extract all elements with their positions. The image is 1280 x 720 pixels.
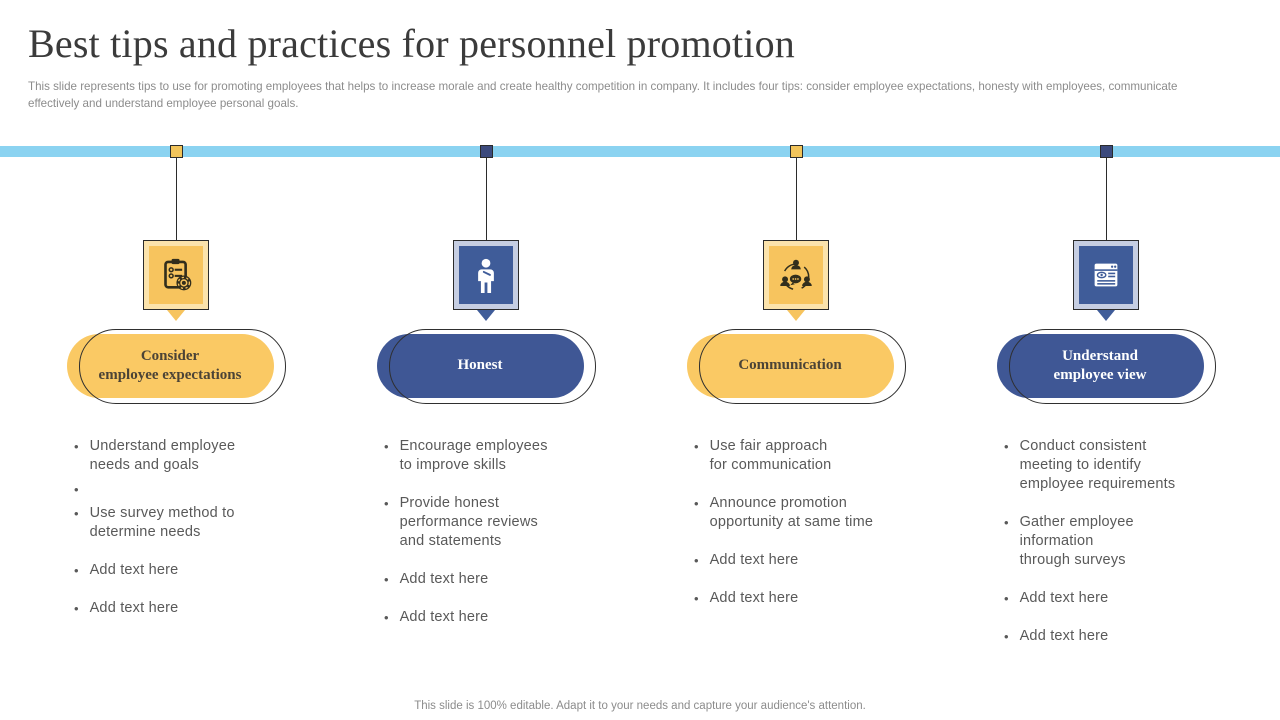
timeline-node <box>169 145 183 158</box>
tip-label: Understand employee view <box>1053 347 1147 384</box>
list-item: •Add text here <box>694 552 799 568</box>
bullet-list: •Use fair approach for communication •An… <box>641 437 939 627</box>
checklist-gear-icon <box>149 246 203 304</box>
honest-person-icon <box>459 246 513 304</box>
bullet-dot: • <box>1004 439 1009 454</box>
list-item: •Add text here <box>74 600 179 616</box>
tip-label: Consider employee expectations <box>98 347 242 384</box>
list-item: •Add text here <box>1004 590 1109 606</box>
icon-box <box>143 240 209 310</box>
bullet-dot: • <box>74 482 79 497</box>
bullet-dot: • <box>74 563 79 578</box>
tip-pill: Honest <box>376 329 596 404</box>
timeline-node <box>789 145 803 158</box>
footer-note: This slide is 100% editable. Adapt it to… <box>414 700 866 712</box>
pill-outline <box>698 329 906 404</box>
list-item: •Announce promotion opportunity at same … <box>694 495 874 530</box>
bullet-dot: • <box>694 553 699 568</box>
bullet-list: •Understand employee needs and goals • •… <box>21 437 319 637</box>
bullet-dot: • <box>74 506 79 521</box>
icon-box <box>1073 240 1139 310</box>
tip-pill: Understand employee view <box>996 329 1216 404</box>
connector-line <box>175 158 177 240</box>
icon-box <box>763 240 829 310</box>
bullet-dot: • <box>694 439 699 454</box>
tip-pill: Communication <box>686 329 906 404</box>
bullet-dot: • <box>694 496 699 511</box>
list-item: •Add text here <box>74 562 179 578</box>
column-communication: Communication •Use fair approach for com… <box>641 145 951 665</box>
pointer-triangle <box>1097 310 1115 321</box>
timeline-node <box>1099 145 1113 158</box>
pill-outline <box>78 329 286 404</box>
tip-label: Communication <box>738 357 842 374</box>
icon-box <box>453 240 519 310</box>
bullet-dot: • <box>384 439 389 454</box>
list-item: •Add text here <box>384 571 489 587</box>
bullet-dot: • <box>1004 629 1009 644</box>
list-item: •Use fair approach for communication <box>694 438 832 473</box>
bullet-list: •Conduct consistent meeting to identify … <box>951 437 1249 665</box>
webpage-view-icon <box>1079 246 1133 304</box>
bullet-dot: • <box>74 601 79 616</box>
bullet-dot: • <box>384 496 389 511</box>
bullet-dot: • <box>1004 591 1009 606</box>
list-item: •Add text here <box>694 590 799 606</box>
list-item-empty: • <box>74 480 319 499</box>
list-item: •Encourage employees to improve skills <box>384 438 548 473</box>
bullet-dot: • <box>1004 515 1009 530</box>
pointer-triangle <box>477 310 495 321</box>
tip-label: Honest <box>457 357 503 374</box>
bullet-dot: • <box>384 572 389 587</box>
bullet-dot: • <box>384 610 389 625</box>
list-item: •Add text here <box>1004 628 1109 644</box>
list-item: •Understand employee needs and goals <box>74 438 236 473</box>
connector-line <box>485 158 487 240</box>
slide-description: This slide represents tips to use for pr… <box>28 80 1178 110</box>
column-consider-employee-expectations: Consider employee expectations •Understa… <box>21 145 331 665</box>
bullet-list: •Encourage employees to improve skills •… <box>331 437 629 646</box>
communication-group-icon <box>769 246 823 304</box>
bullet-dot: • <box>74 439 79 454</box>
tip-pill: Consider employee expectations <box>66 329 286 404</box>
connector-line <box>795 158 797 240</box>
list-item: •Provide honest performance reviews and … <box>384 495 538 549</box>
list-item: •Add text here <box>384 609 489 625</box>
tips-columns: Consider employee expectations •Understa… <box>21 145 1261 665</box>
column-honest: Honest •Encourage employees to improve s… <box>331 145 641 665</box>
bullet-dot: • <box>694 591 699 606</box>
list-item: •Use survey method to determine needs <box>74 505 235 540</box>
pointer-triangle <box>167 310 185 321</box>
pointer-triangle <box>787 310 805 321</box>
timeline-bar <box>0 146 1280 157</box>
timeline-node <box>479 145 493 158</box>
pill-outline <box>388 329 596 404</box>
column-understand-employee-view: Understand employee view •Conduct consis… <box>951 145 1261 665</box>
connector-line <box>1105 158 1107 240</box>
list-item: •Conduct consistent meeting to identify … <box>1004 438 1176 492</box>
list-item: •Gather employee information through sur… <box>1004 514 1134 568</box>
pill-outline <box>1008 329 1216 404</box>
page-title: Best tips and practices for personnel pr… <box>28 21 795 66</box>
